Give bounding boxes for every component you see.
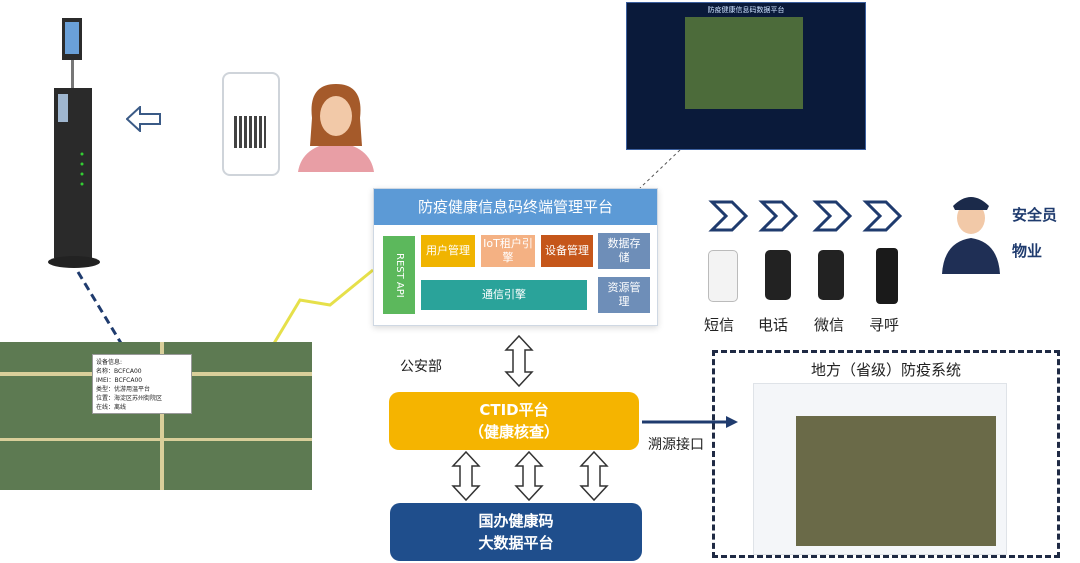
- ctid-line1: CTID平台: [479, 401, 549, 419]
- role-security: 安全员: [1012, 206, 1058, 224]
- user-management-module: 用户管理: [421, 235, 475, 267]
- tip-line: 在线：离线: [96, 404, 127, 411]
- trace-interface-label: 溯源接口: [648, 437, 704, 453]
- local-system-title: 地方（省级）防疫系统: [810, 361, 961, 379]
- wechat-phone-icon: [818, 250, 844, 300]
- device-info-popup: 设备信息: 名称：BCFCA00 IMEI：BCFCA00 类型：优游用温平台 …: [92, 354, 192, 414]
- person-icon: [298, 84, 374, 172]
- national-bigdata-platform: 国办健康码 大数据平台: [390, 503, 642, 561]
- notify-wechat: 微信: [814, 316, 845, 334]
- communication-engine-module: 通信引擎: [421, 280, 587, 310]
- pager-radio-icon: [876, 248, 898, 304]
- notify-sms: 短信: [704, 316, 735, 334]
- call-phone-icon: [765, 250, 791, 300]
- dashboard-screenshot: 防疫健康信息码数据平台: [626, 2, 866, 150]
- tip-line: 位置：海淀区苏州街院区: [96, 395, 163, 402]
- dashboard-title: 防疫健康信息码数据平台: [707, 6, 785, 14]
- iot-tenant-engine-module: IoT租户引擎: [481, 235, 535, 267]
- notify-pager: 寻呼: [869, 316, 900, 334]
- phone-qr-icon: [222, 72, 280, 176]
- bigdata-line2: 大数据平台: [478, 534, 554, 552]
- role-property: 物业: [1012, 242, 1043, 260]
- security-guard-icon: [942, 197, 1000, 274]
- rest-api-module: REST API: [383, 236, 415, 314]
- left-arrow-icon: [126, 106, 161, 132]
- temperature-terminal-icon: [48, 18, 100, 268]
- bigdata-line1: 国办健康码: [478, 512, 554, 530]
- local-epidemic-system: 地方（省级）防疫系统: [712, 350, 1060, 558]
- data-storage-module: 数据存储: [598, 233, 650, 269]
- ctid-platform: CTID平台 （健康核查）: [389, 392, 639, 450]
- resource-management-module: 资源管理: [598, 277, 650, 313]
- tip-line: 设备信息:: [96, 359, 123, 366]
- notify-call: 电话: [758, 316, 789, 334]
- local-system-screenshot: [753, 383, 1007, 555]
- platform-title: 防疫健康信息码终端管理平台: [374, 189, 657, 225]
- ctid-line2: （健康核查）: [468, 423, 559, 441]
- tip-line: IMEI：BCFCA00: [96, 377, 143, 384]
- device-management-module: 设备管理: [541, 235, 593, 267]
- sms-phone-icon: [708, 250, 738, 302]
- tip-line: 类型：优游用温平台: [96, 386, 151, 393]
- police-label: 公安部: [400, 359, 442, 375]
- tip-line: 名称：BCFCA00: [96, 368, 142, 375]
